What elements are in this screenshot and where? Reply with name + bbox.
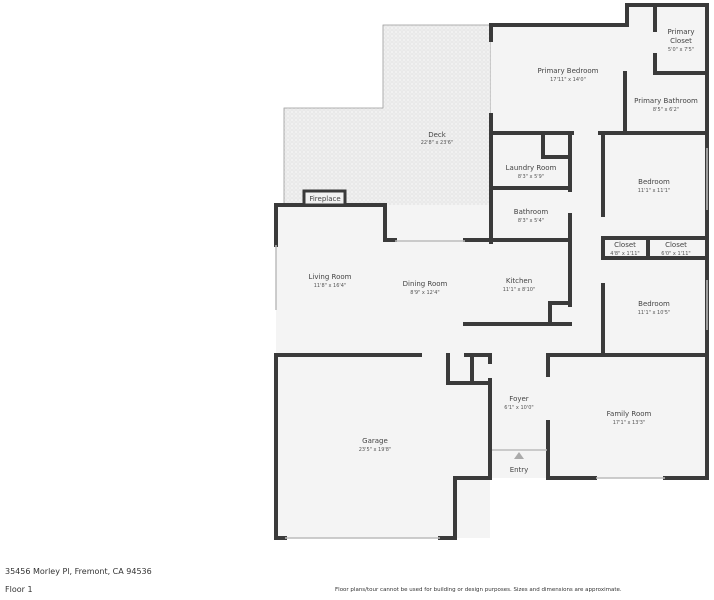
bedroom-1-dim: 11'1" x 11'1" <box>638 188 671 194</box>
bedroom-2-dim: 11'1" x 10'5" <box>638 310 671 316</box>
family-room-label: Family Room <box>607 410 652 418</box>
family-room-dim: 17'1" x 13'3" <box>613 420 646 426</box>
foyer-dim: 6'1" x 10'0" <box>504 405 533 411</box>
kitchen-dim: 11'1" x 8'10" <box>503 287 536 293</box>
primary-closet-label: Primary <box>667 28 694 36</box>
bedroom-2-label: Bedroom <box>638 300 670 308</box>
primary-bedroom-dim: 17'11" x 14'0" <box>550 77 586 83</box>
primary-bathroom-label: Primary Bathroom <box>634 97 698 105</box>
closet-2-label: Closet <box>665 241 687 249</box>
bedroom-1-label: Bedroom <box>638 178 670 186</box>
bathroom-label: Bathroom <box>514 208 549 216</box>
closet-2-dim: 6'0" x 1'11" <box>661 251 690 257</box>
address: 35456 Morley Pl, Fremont, CA 94536 <box>5 567 152 576</box>
floor-label: Floor 1 <box>5 585 33 594</box>
dining-room-label: Dining Room <box>403 280 448 288</box>
room-labels: Deck 22'8" x 23'6" Primary Bedroom 17'11… <box>309 28 699 474</box>
living-room-dim: 11'8" x 16'4" <box>314 283 347 289</box>
garage-label: Garage <box>362 437 388 445</box>
fireplace: Fireplace <box>302 189 347 207</box>
primary-bedroom-label: Primary Bedroom <box>538 67 599 75</box>
laundry-label: Laundry Room <box>506 164 557 172</box>
garage-dim: 23'5" x 19'8" <box>359 447 392 453</box>
deck-dim: 22'8" x 23'6" <box>421 140 454 146</box>
fireplace-label: Fireplace <box>309 195 340 203</box>
laundry-dim: 8'3" x 5'9" <box>518 174 544 180</box>
disclaimer: Floor plans/tour cannot be used for buil… <box>335 587 622 593</box>
deck-label: Deck <box>428 131 447 139</box>
dining-room-dim: 8'9" x 12'4" <box>410 290 439 296</box>
entry-arrow-icon <box>514 452 524 459</box>
entry-label: Entry <box>510 466 529 474</box>
bathroom-dim: 8'3" x 5'4" <box>518 218 544 224</box>
windows-doors <box>275 148 708 539</box>
walls <box>274 3 709 540</box>
closet-1-dim: 4'8" x 1'11" <box>610 251 639 257</box>
interior-floor <box>276 5 707 538</box>
living-room-label: Living Room <box>309 273 352 281</box>
primary-closet-label-2: Closet <box>670 37 692 45</box>
closet-1-label: Closet <box>614 241 636 249</box>
primary-bathroom-dim: 8'5" x 6'2" <box>653 107 679 113</box>
primary-closet-dim: 5'0" x 7'5" <box>668 47 694 53</box>
kitchen-label: Kitchen <box>506 277 532 285</box>
foyer-label: Foyer <box>509 395 529 403</box>
